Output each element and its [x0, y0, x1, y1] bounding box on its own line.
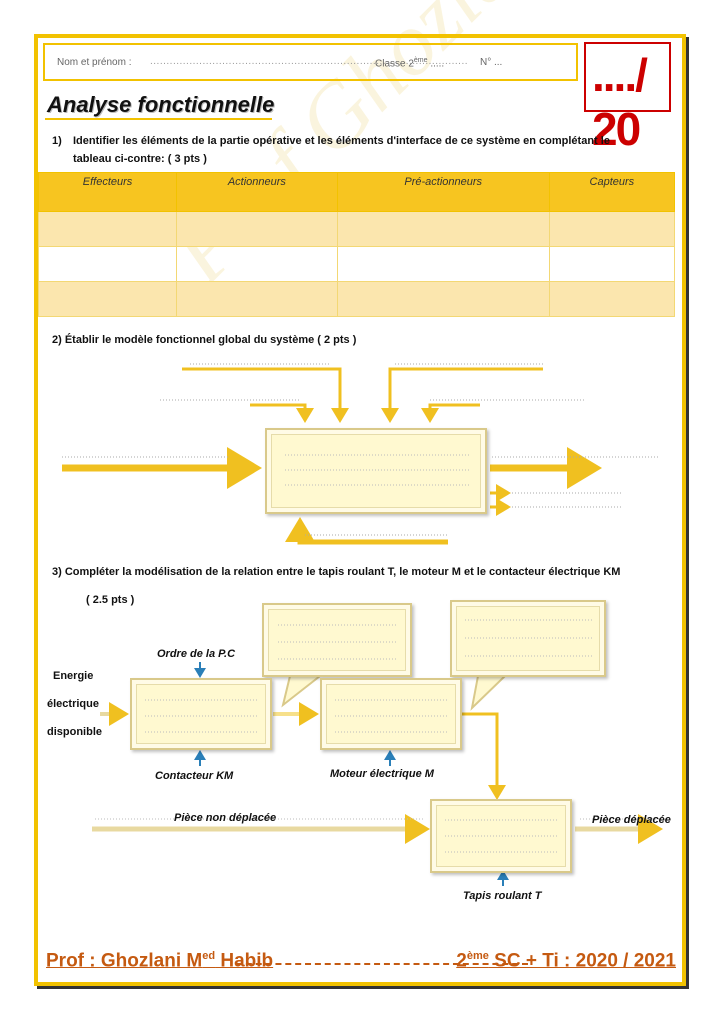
q2-text: 2) Établir le modèle fonctionnel global …: [52, 334, 357, 346]
q2-top-right-arrow: [381, 367, 543, 423]
score-text: ..../ 20: [592, 49, 648, 155]
table-cell[interactable]: [548, 281, 676, 317]
student-info-box: Nom et prénom : ........................…: [43, 43, 578, 81]
table-cell[interactable]: [548, 211, 676, 247]
q2-top-center-arrow: [250, 403, 480, 423]
table-cell[interactable]: [176, 211, 338, 247]
class-dots[interactable]: .....: [430, 58, 445, 70]
moteur-label: Moteur électrique M: [330, 768, 434, 780]
footer-prof: Prof : Ghozlani Med Habib: [46, 950, 273, 972]
score-box: ..../ 20: [584, 42, 671, 155]
page-title: Analyse fonctionnelle: [47, 92, 275, 117]
footer-class: 2ème SC + Ti : 2020 / 2021: [456, 950, 676, 972]
disponible-label: disponible: [47, 726, 102, 738]
footer-class-end: SC + Ti : 2020 / 2021: [488, 950, 676, 972]
table-cell[interactable]: [336, 281, 550, 317]
footer-prof-sup: ed: [202, 950, 216, 962]
q3-text: 3) Compléter la modélisation de la relat…: [52, 566, 621, 578]
header-preactionneurs: Pré-actionneurs: [336, 172, 550, 212]
q2-system-box[interactable]: [265, 428, 487, 514]
motor-to-tapis-arrow: [462, 712, 506, 800]
table-cell[interactable]: [176, 281, 338, 317]
name-field[interactable]: ........................................…: [150, 56, 468, 67]
q1-text-line2: tableau ci-contre: ( 3 pts ): [73, 153, 207, 165]
footer-class-num: 2: [456, 950, 467, 972]
speech-bubble-1[interactable]: [262, 603, 412, 677]
q2-bottom-arrow: [285, 517, 448, 545]
tapis-box[interactable]: [430, 799, 572, 873]
header-effecteurs: Effecteurs: [37, 172, 178, 212]
name-label: Nom et prénom :: [57, 57, 132, 68]
piece-non-label: Pièce non déplacée: [174, 812, 277, 824]
footer-prof-end: Habib: [215, 950, 274, 972]
header-capteurs: Capteurs: [548, 172, 676, 212]
energie-label: Energie: [53, 670, 94, 682]
table-cell[interactable]: [336, 211, 550, 247]
table-cell[interactable]: [37, 211, 178, 247]
q2-top-left-arrow: [182, 367, 349, 423]
ordre-label: Ordre de la P.C: [157, 648, 236, 660]
electrique-label: électrique: [47, 698, 99, 710]
table-cell[interactable]: [336, 246, 550, 282]
footer-divider: [236, 963, 528, 965]
piece-dep-label: Pièce déplacée: [592, 814, 671, 826]
header-actionneurs: Actionneurs: [176, 172, 338, 212]
title-underline: [45, 118, 272, 120]
contacteur-box[interactable]: [130, 678, 272, 750]
footer-prof-name: Prof : Ghozlani M: [46, 950, 203, 972]
class-text: Classe 2: [375, 58, 414, 70]
table-cell[interactable]: [548, 246, 676, 282]
class-sup: ème: [413, 57, 428, 64]
table-cell[interactable]: [176, 246, 338, 282]
q1-number: 1): [52, 135, 62, 147]
moteur-box[interactable]: [320, 678, 462, 750]
components-table: Effecteurs Actionneurs Pré-actionneurs C…: [37, 172, 676, 317]
footer-class-sup: ème: [466, 950, 489, 962]
q1-text-line1: Identifier les éléments de la partie opé…: [73, 135, 610, 147]
q3-points: ( 2.5 pts ): [86, 594, 135, 606]
tapis-label: Tapis roulant T: [463, 890, 542, 902]
table-cell[interactable]: [37, 281, 178, 317]
class-label: Classe 2ème .....: [375, 57, 444, 69]
contacteur-label: Contacteur KM: [155, 770, 234, 782]
number-label: N° ...: [480, 57, 503, 68]
page-frame: [34, 34, 686, 986]
